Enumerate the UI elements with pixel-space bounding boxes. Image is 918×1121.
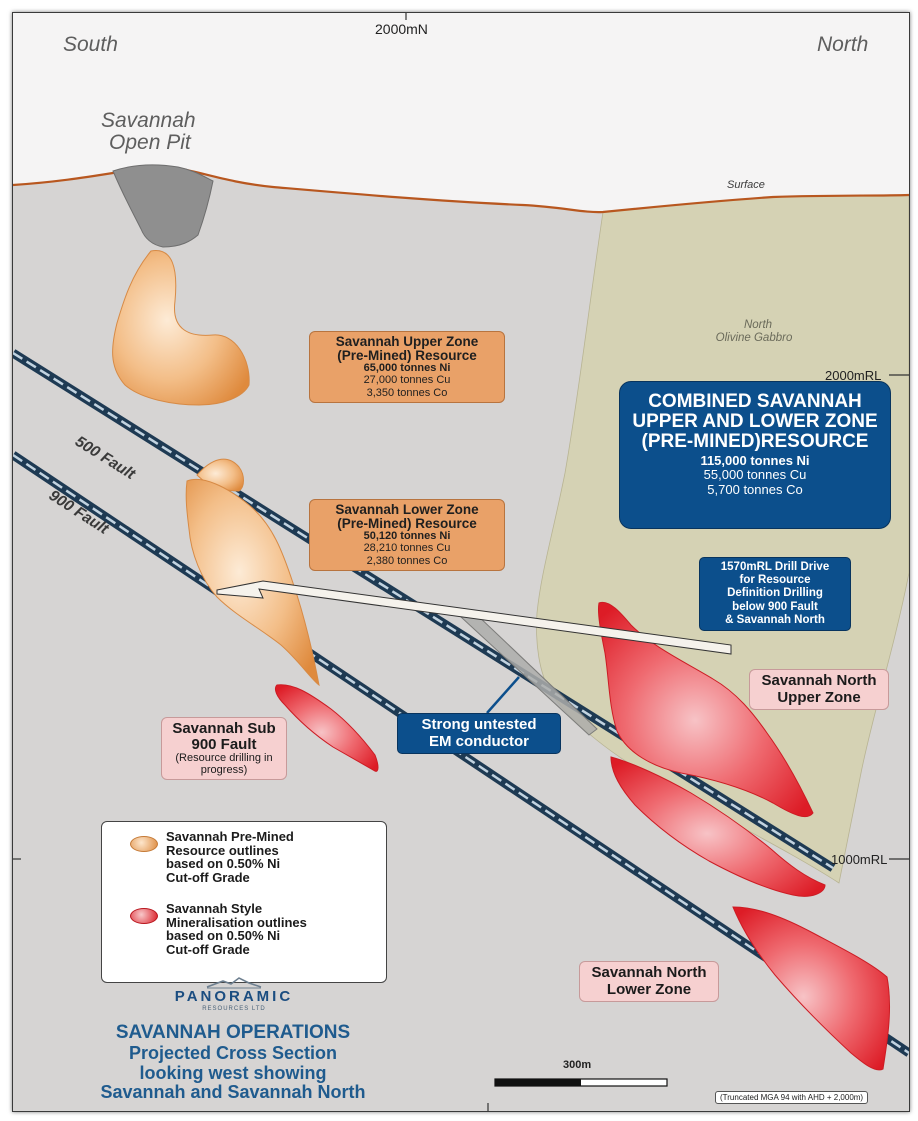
legend-red-line-3: based on 0.50% Ni	[166, 928, 281, 944]
panoramic-logo-text: PANORAMIC	[174, 988, 294, 1005]
rl-2000-label: 2000mRL	[825, 368, 882, 383]
lower-zone-orebody	[185, 479, 320, 687]
scale-label: 300m	[563, 1059, 592, 1071]
lower-zone-title-2: (Pre-Mined) Resource	[337, 515, 477, 531]
legend-red-text: Savannah Style Mineralisation outlines b…	[166, 902, 307, 957]
grid-label-2000mn: 2000mN	[375, 21, 428, 37]
combined-ni: 115,000 tonnes Ni	[700, 452, 810, 468]
upper-zone-cu: 27,000 tonnes Cu	[363, 374, 451, 387]
cross-section-frame: 2000mN South North Savannah Open Pit Sur…	[12, 12, 910, 1112]
panoramic-logo-sub: RESOURCES LTD	[202, 1006, 266, 1012]
open-pit-label-2: Open Pit	[109, 131, 191, 154]
upper-zone-resource-box: Savannah Upper Zone (Pre-Mined) Resource…	[309, 331, 505, 403]
sub-900-fault-box: Savannah Sub 900 Fault (Resource drillin…	[161, 717, 287, 781]
gabbro-label-1: North	[743, 319, 773, 331]
upper-zone-title-2: (Pre-Mined) Resource	[337, 347, 477, 363]
scale-bar-segment	[495, 1079, 581, 1086]
rl-1000-label: 1000mRL	[831, 852, 888, 867]
title-line-4: Savannah and Savannah North	[100, 1082, 366, 1103]
drill-drive-line-3: Definition Drilling	[727, 587, 823, 600]
drill-drive-line-5: & Savannah North	[725, 613, 825, 626]
em-pointer-line	[486, 676, 520, 714]
map-title: SAVANNAH OPERATIONS Projected Cross Sect…	[53, 1022, 413, 1103]
datum-note: (Truncated MGA 94 with AHD + 2,000m)	[715, 1091, 869, 1104]
combined-line-3: (PRE-MINED)RESOURCE	[641, 430, 869, 452]
title-line-2: Projected Cross Section	[128, 1042, 338, 1063]
savannah-north-upper-lower-lobe	[610, 756, 826, 897]
em-conductor-box: Strong untested EM conductor	[397, 713, 561, 754]
upper-zone-co: 3,350 tonnes Co	[366, 386, 448, 399]
em-conductor-line-1: Strong untested	[421, 716, 537, 733]
north-lower-zone-box: Savannah North Lower Zone	[579, 961, 719, 1002]
legend-orange-line-2: Resource outlines	[166, 842, 279, 858]
drill-drive-box: 1570mRL Drill Drive for Resource Definit…	[699, 557, 851, 632]
combined-line-2: UPPER AND LOWER ZONE	[632, 410, 878, 432]
drill-drive-line-1: 1570mRL Drill Drive	[720, 561, 830, 573]
title-line-3: looking west showing	[139, 1062, 327, 1083]
legend-orange-line-1: Savannah Pre-Mined	[166, 829, 294, 844]
north-upper-line-1: Savannah North	[761, 672, 877, 689]
upper-zone-title-1: Savannah Upper Zone	[335, 334, 479, 349]
em-conductor-line-2: EM conductor	[429, 732, 529, 750]
legend-orange-swatch	[130, 836, 158, 852]
legend-orange-text: Savannah Pre-Mined Resource outlines bas…	[166, 830, 294, 885]
south-label: South	[63, 33, 118, 56]
panoramic-logo-mark-icon	[206, 977, 262, 989]
legend-red-swatch	[130, 908, 158, 924]
north-label: North	[817, 33, 869, 56]
north-upper-zone-box: Savannah North Upper Zone	[749, 669, 889, 710]
upper-zone-orebody	[112, 250, 250, 406]
sub-900-line-1: Savannah Sub	[172, 720, 276, 737]
drill-drive-line-2: for Resource	[739, 574, 811, 587]
lower-zone-title-1: Savannah Lower Zone	[335, 502, 479, 517]
upper-zone-ni: 65,000 tonnes Ni	[363, 362, 451, 374]
combined-line-1: COMBINED SAVANNAH	[648, 391, 862, 412]
savannah-sub-900-fault-orebody	[274, 684, 379, 772]
north-lower-line-1: Savannah North	[591, 964, 707, 981]
lower-zone-co: 2,380 tonnes Co	[366, 554, 448, 567]
combined-co: 5,700 tonnes Co	[707, 481, 803, 497]
open-pit-label-1: Savannah	[101, 109, 196, 132]
north-upper-line-2: Upper Zone	[777, 688, 861, 706]
lower-zone-ni: 50,120 tonnes Ni	[363, 530, 451, 542]
sub-900-note-1: (Resource drilling in	[175, 752, 273, 765]
legend-orange-line-3: based on 0.50% Ni	[166, 856, 281, 872]
combined-cu: 55,000 tonnes Cu	[703, 467, 807, 483]
drill-drive	[216, 580, 732, 655]
savannah-open-pit	[112, 164, 214, 248]
north-lower-line-2: Lower Zone	[606, 980, 692, 998]
combined-resource-box: COMBINED SAVANNAH UPPER AND LOWER ZONE (…	[619, 381, 891, 529]
gabbro-label-2: Olivine Gabbro	[715, 332, 793, 344]
lower-zone-cu: 28,210 tonnes Cu	[363, 542, 451, 555]
savannah-north-upper-zone-orebody	[598, 601, 814, 818]
legend-orange-line-4: Cut-off Grade	[166, 869, 250, 885]
drill-drive-line-4: below 900 Fault	[732, 600, 818, 613]
sub-900-line-2: 900 Fault	[191, 736, 257, 754]
legend-red-line-4: Cut-off Grade	[166, 941, 250, 957]
surface-label: Surface	[727, 179, 765, 191]
legend-red-line-1: Savannah Style	[166, 901, 263, 916]
lower-zone-resource-box: Savannah Lower Zone (Pre-Mined) Resource…	[309, 499, 505, 571]
sub-900-note-2: progress)	[200, 763, 248, 776]
legend: Savannah Pre-Mined Resource outlines bas…	[101, 821, 387, 983]
title-line-1: SAVANNAH OPERATIONS	[115, 1022, 351, 1043]
savannah-north-lower-zone-orebody	[732, 906, 891, 1071]
legend-red-line-2: Mineralisation outlines	[166, 914, 307, 930]
